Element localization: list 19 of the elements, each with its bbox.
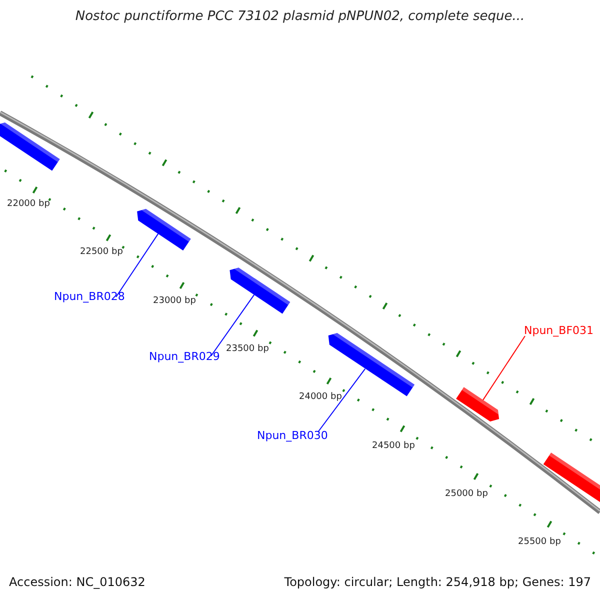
diagram-title: Nostoc punctiforme PCC 73102 plasmid pNPUN02, complete seque... (74, 9, 526, 24)
scale-label: 23000 bp (153, 296, 196, 307)
scale-label: 24500 bp (372, 440, 415, 452)
leader-line (318, 368, 366, 432)
scale-label: 25000 bp (445, 488, 488, 500)
scale-label: 22000 bp (7, 199, 50, 210)
gene-label: Npun_BR030 (257, 429, 328, 442)
scale-label: 23500 bp (226, 344, 269, 355)
scale-label: 24000 bp (299, 392, 342, 404)
leader-line (482, 336, 526, 401)
gene-label: Npun_BF031 (524, 324, 594, 337)
leader-line (210, 294, 255, 356)
footer-text: Accession: NC_010632 (9, 575, 146, 589)
gene-label: Npun_BR028 (54, 290, 125, 303)
scale-label: 22500 bp (80, 247, 123, 258)
leader-line (116, 233, 159, 298)
footer-text: Topology: circular; Length: 254,918 bp; Genes: 197 (284, 575, 591, 589)
gene-label: Npun_BR029 (149, 350, 220, 363)
scale-label: 25500 bp (518, 537, 561, 548)
